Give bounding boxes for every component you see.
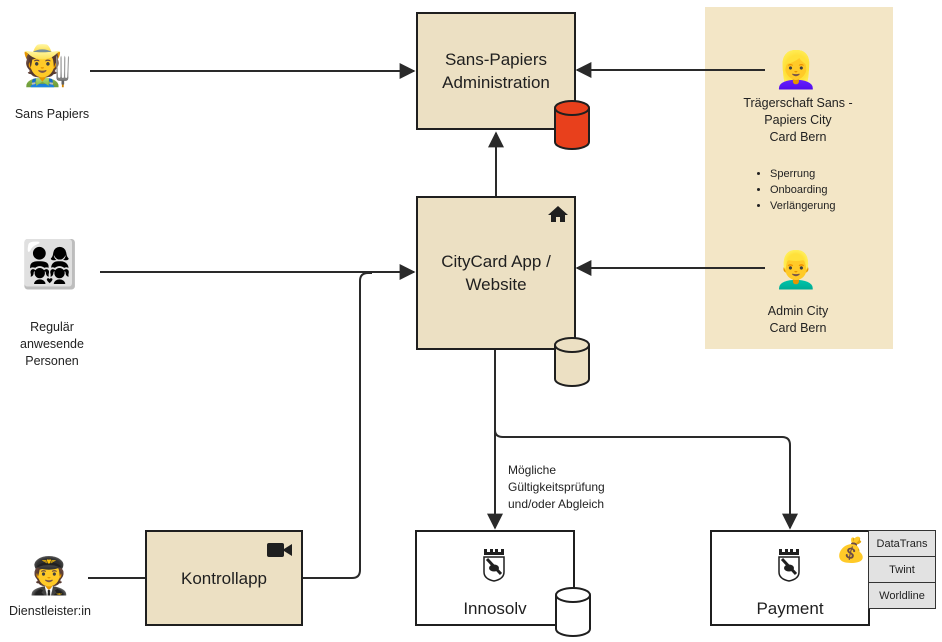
payment-provider-list: DataTrans Twint Worldline xyxy=(868,530,936,609)
citycard-line-1: CityCard App / xyxy=(441,252,551,271)
family-icon: 👨‍👩‍👧‍👧 xyxy=(21,238,79,290)
kontrollapp-label: Kontrollapp xyxy=(180,568,267,588)
edge-citycard-payment xyxy=(494,429,798,530)
task-list: Sperrung Onboarding Verlängerung xyxy=(755,166,835,214)
bern-coat-of-arms-icon xyxy=(778,549,800,582)
task-item: Sperrung xyxy=(770,166,835,182)
edge-kontrollapp-citycard xyxy=(303,272,372,579)
innosolv-label: Innosolv xyxy=(463,599,527,618)
database-icon xyxy=(555,587,591,637)
actor-traeger-line-3: Card Bern xyxy=(769,130,827,144)
edge-label-line-3: und/oder Abgleich xyxy=(508,497,605,511)
sans-admin-line-2: Administration xyxy=(442,73,550,92)
actor-traeger-line-2: Papiers City xyxy=(764,113,832,127)
farmer-icon: 🧑‍🌾 xyxy=(22,44,72,88)
payment-label: Payment xyxy=(756,599,824,618)
task-item: Onboarding xyxy=(770,182,835,198)
citycard-line-2: Website xyxy=(465,275,527,294)
admin-group-panel xyxy=(705,7,893,349)
money-bag-icon: 💰 xyxy=(836,537,866,564)
provider-tag: Worldline xyxy=(868,582,936,609)
pilot-icon: 🧑‍✈️ xyxy=(26,555,72,596)
edge-label-line-2: Gültigkeitsprüfung xyxy=(508,480,605,494)
task-item: Verlängerung xyxy=(770,198,835,214)
actor-dienstleister-label: Dienstleister:in xyxy=(9,604,91,618)
woman-icon: 👱‍♀️ xyxy=(773,49,819,90)
database-icon xyxy=(554,100,590,150)
actor-traeger-line-1: Trägerschaft Sans - xyxy=(743,96,853,110)
actor-admin-line-1: Admin City xyxy=(767,304,829,318)
citycard-app-box[interactable]: CityCard App / Website xyxy=(416,196,576,350)
actor-traegerschaft-label: Trägerschaft Sans - Papiers City Card Be… xyxy=(715,95,881,146)
actor-admin-label: Admin City Card Bern xyxy=(715,303,881,337)
sans-papiers-admin-box[interactable]: Sans-Papiers Administration xyxy=(416,12,576,130)
actor-regular-line-2: anwesende xyxy=(20,337,84,351)
edge-validation-label: Mögliche Gültigkeitsprüfung und/oder Abg… xyxy=(508,462,605,513)
bern-coat-of-arms-icon xyxy=(483,549,505,582)
sans-admin-line-1: Sans-Papiers xyxy=(444,50,548,69)
provider-tag: DataTrans xyxy=(868,530,936,557)
video-camera-icon xyxy=(267,543,292,557)
home-icon xyxy=(548,206,568,222)
actor-regular-label: Regulär anwesende Personen xyxy=(0,319,104,370)
actor-admin-line-2: Card Bern xyxy=(769,321,827,335)
man-icon: 👱‍♂️ xyxy=(773,249,819,290)
actor-regular-line-1: Regulär xyxy=(30,320,74,334)
edge-label-line-1: Mögliche xyxy=(508,463,557,477)
database-icon xyxy=(554,337,590,387)
actor-regular-line-3: Personen xyxy=(25,354,79,368)
provider-tag: Twint xyxy=(868,556,936,583)
actor-sans-papiers-label: Sans Papiers xyxy=(14,107,90,121)
